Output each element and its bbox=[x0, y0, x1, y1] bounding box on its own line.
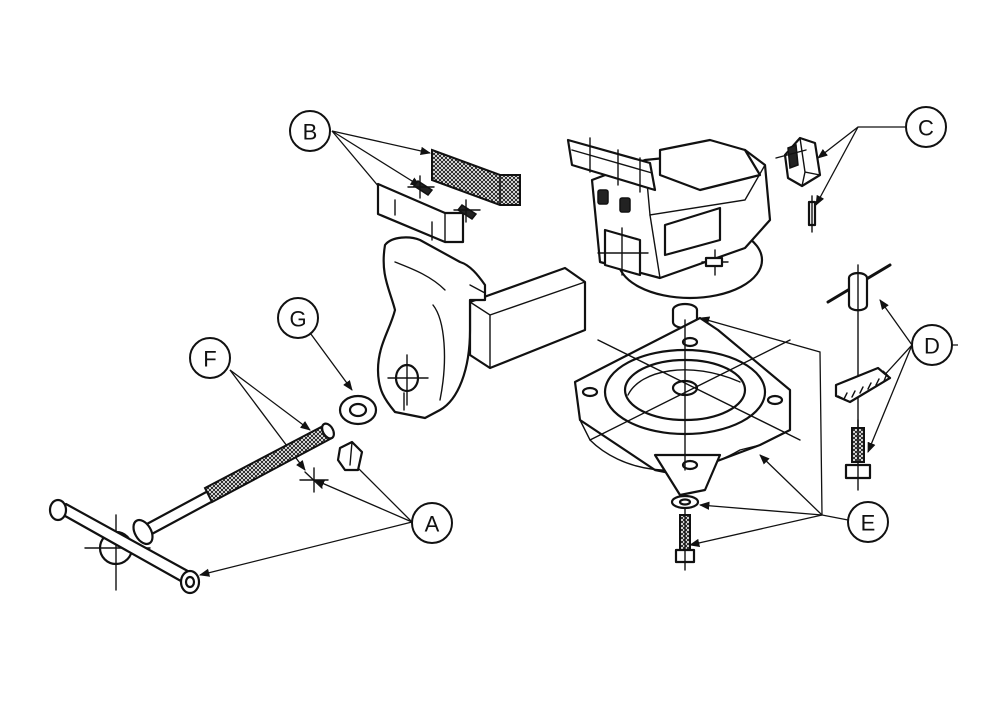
callout-e: E bbox=[847, 501, 889, 543]
callout-g: G bbox=[277, 297, 319, 339]
callout-f-label: F bbox=[203, 347, 216, 372]
main-screw-assembly bbox=[48, 422, 364, 595]
anvil-pin-part bbox=[775, 136, 822, 233]
washer bbox=[338, 394, 378, 426]
callout-d-label: D bbox=[924, 334, 940, 359]
callout-c: C bbox=[905, 106, 947, 148]
callout-c-label: C bbox=[918, 116, 934, 141]
callout-b-label: B bbox=[303, 120, 318, 145]
callout-e-label: E bbox=[861, 511, 876, 536]
callout-b: B bbox=[289, 110, 331, 152]
callout-g-label: G bbox=[289, 307, 306, 332]
front-jaw bbox=[376, 236, 587, 420]
leader-lines bbox=[198, 126, 958, 577]
swivel-lock-parts bbox=[826, 263, 892, 491]
vise-body bbox=[566, 137, 772, 300]
callout-f: F bbox=[189, 337, 231, 379]
callout-a: A bbox=[411, 502, 453, 544]
callout-a-label: A bbox=[425, 512, 440, 537]
callout-d: D bbox=[911, 324, 953, 366]
jaw-plates bbox=[376, 148, 521, 244]
swivel-base bbox=[573, 302, 801, 571]
